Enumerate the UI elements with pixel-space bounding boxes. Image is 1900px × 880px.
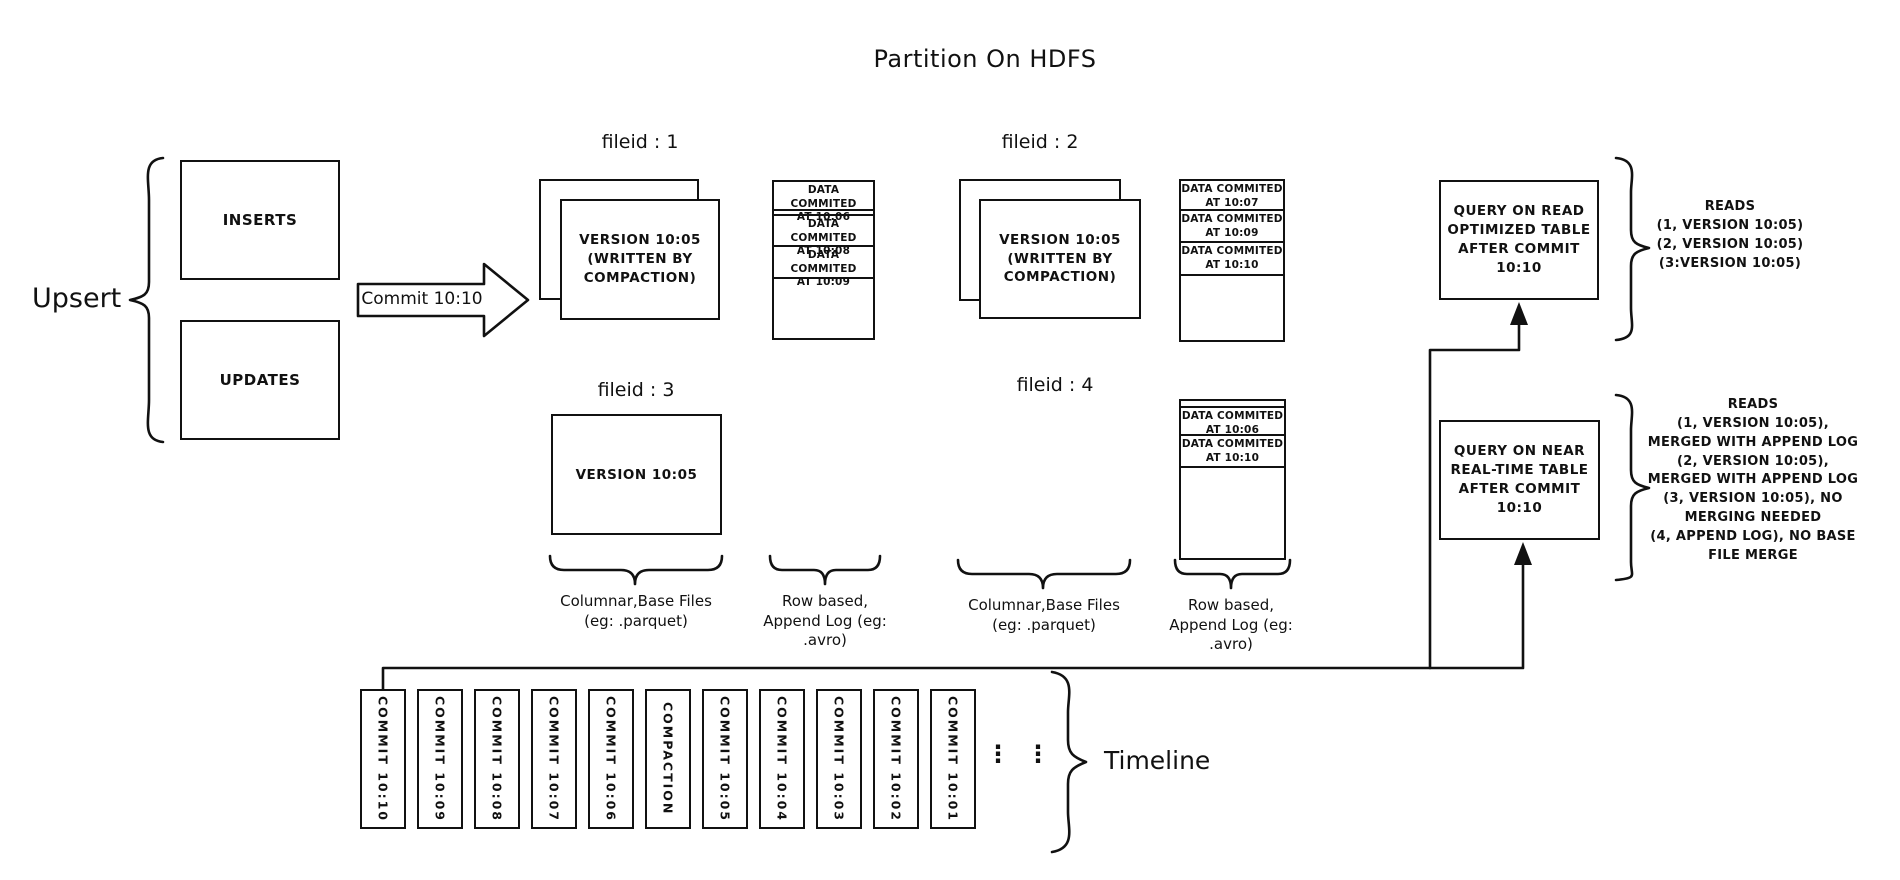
log-cell: DATA COMMITED AT 10:10: [1181, 436, 1284, 468]
timeline-ellipsis: ⋮: [986, 740, 1010, 768]
timeline-commit-box: COMMIT 10:07: [531, 689, 577, 829]
timeline-commit-box: COMMIT 10:09: [417, 689, 463, 829]
timeline-commit-label: COMMIT 10:04: [774, 696, 790, 822]
query-near-real-time-box: QUERY ON NEAR REAL-TIME TABLE AFTER COMM…: [1439, 420, 1600, 540]
timeline-commit-label: COMMIT 10:03: [831, 696, 847, 822]
timeline-commit-box: COMMIT 10:04: [759, 689, 805, 829]
timeline-commit-box: COMMIT 10:05: [702, 689, 748, 829]
log-cell: DATA COMMITED AT 10:08: [774, 216, 873, 257]
inserts-box: INSERTS: [180, 160, 340, 280]
brace-columnar-left: [548, 554, 724, 586]
updates-box: UPDATES: [180, 320, 340, 440]
fileid2-label: fileid : 2: [1001, 131, 1079, 153]
timeline-commit-label: COMMIT 10:01: [945, 696, 961, 822]
inserts-label: INSERTS: [222, 211, 298, 229]
timeline-commit-box: COMMIT 10:01: [930, 689, 976, 829]
timeline-commit-label: COMMIT 10:09: [432, 696, 448, 822]
fileid4-label: fileid : 4: [1016, 374, 1094, 396]
timeline-commit-box: COMMIT 10:10: [360, 689, 406, 829]
log-cell: DATA COMMITED AT 10:09: [1181, 211, 1283, 243]
timeline-ellipsis: ⋮: [1026, 740, 1050, 768]
timeline-commit-box: COMMIT 10:03: [816, 689, 862, 829]
brace-rowlog-left: [768, 554, 882, 586]
upsert-label: Upsert: [32, 283, 122, 314]
timeline-commit-label: COMMIT 10:08: [489, 696, 505, 822]
row-append-log-label-right: Row based, Append Log (eg: .avro): [1169, 596, 1293, 653]
upsert-brace: [128, 156, 165, 444]
fileid2-base-front: VERSION 10:05 (WRITTEN BY COMPACTION): [979, 199, 1141, 319]
reads-near-real-time: READS (1, VERSION 10:05), MERGED WITH AP…: [1647, 397, 1859, 563]
timeline-commit-box: COMMIT 10:08: [474, 689, 520, 829]
arrowhead-read-optimized: [1510, 302, 1528, 325]
page-title: Partition On HDFS: [873, 45, 1097, 73]
columnar-base-files-label-left: Columnar,Base Files (eg: .parquet): [560, 592, 712, 630]
log-cell: DATA COMMITED AT 10:10: [1181, 243, 1283, 276]
log-spacer: [774, 211, 873, 216]
fileid3-base-box: VERSION 10:05: [551, 414, 722, 535]
log-cell: DATA COMMITED AT 10:06: [1181, 410, 1284, 436]
timeline-commit-label: COMMIT 10:05: [717, 696, 733, 822]
timeline-compaction-label: COMPACTION: [660, 702, 676, 816]
timeline-compaction-box: COMPACTION: [645, 689, 691, 829]
reads-read-optimized: READS (1, VERSION 10:05) (2, VERSION 10:…: [1656, 199, 1804, 271]
timeline-commit-box: COMMIT 10:06: [588, 689, 634, 829]
row-append-log-label-left: Row based, Append Log (eg: .avro): [763, 592, 887, 649]
brace-columnar-right: [956, 558, 1132, 590]
fileid2-append-log: DATA COMMITED AT 10:07 DATA COMMITED AT …: [1179, 179, 1285, 342]
arrowhead-near-real-time: [1514, 542, 1532, 565]
updates-label: UPDATES: [219, 371, 301, 389]
timeline-brace: [1050, 670, 1088, 854]
fileid3-label: fileid : 3: [597, 379, 675, 401]
fileid4-append-log: DATA COMMITED AT 10:06 DATA COMMITED AT …: [1179, 399, 1286, 560]
fileid1-base-front: VERSION 10:05 (WRITTEN BY COMPACTION): [560, 199, 720, 320]
log-spacer: [1181, 401, 1284, 408]
timeline-commit-label: COMMIT 10:07: [546, 696, 562, 822]
fileid1-append-log: DATA COMMITED AT 10:06 DATA COMMITED AT …: [772, 180, 875, 340]
fileid1-label: fileid : 1: [601, 131, 679, 153]
timeline-commit-box: COMMIT 10:02: [873, 689, 919, 829]
commit-arrow-label: Commit 10:10: [361, 289, 483, 309]
timeline-commit-label: COMMIT 10:10: [375, 696, 391, 822]
brace-rowlog-right: [1173, 558, 1292, 590]
columnar-base-files-label-right: Columnar,Base Files (eg: .parquet): [968, 596, 1120, 634]
timeline-commit-label: COMMIT 10:02: [888, 696, 904, 822]
query-read-optimized-box: QUERY ON READ OPTIMIZED TABLE AFTER COMM…: [1439, 180, 1599, 300]
timeline-label: Timeline: [1104, 746, 1211, 775]
log-cell: DATA COMMITED AT 10:06: [774, 182, 873, 223]
timeline-commit-label: COMMIT 10:06: [603, 696, 619, 822]
log-cell: DATA COMMITED AT 10:09: [774, 247, 873, 288]
log-cell: DATA COMMITED AT 10:07: [1181, 181, 1283, 211]
